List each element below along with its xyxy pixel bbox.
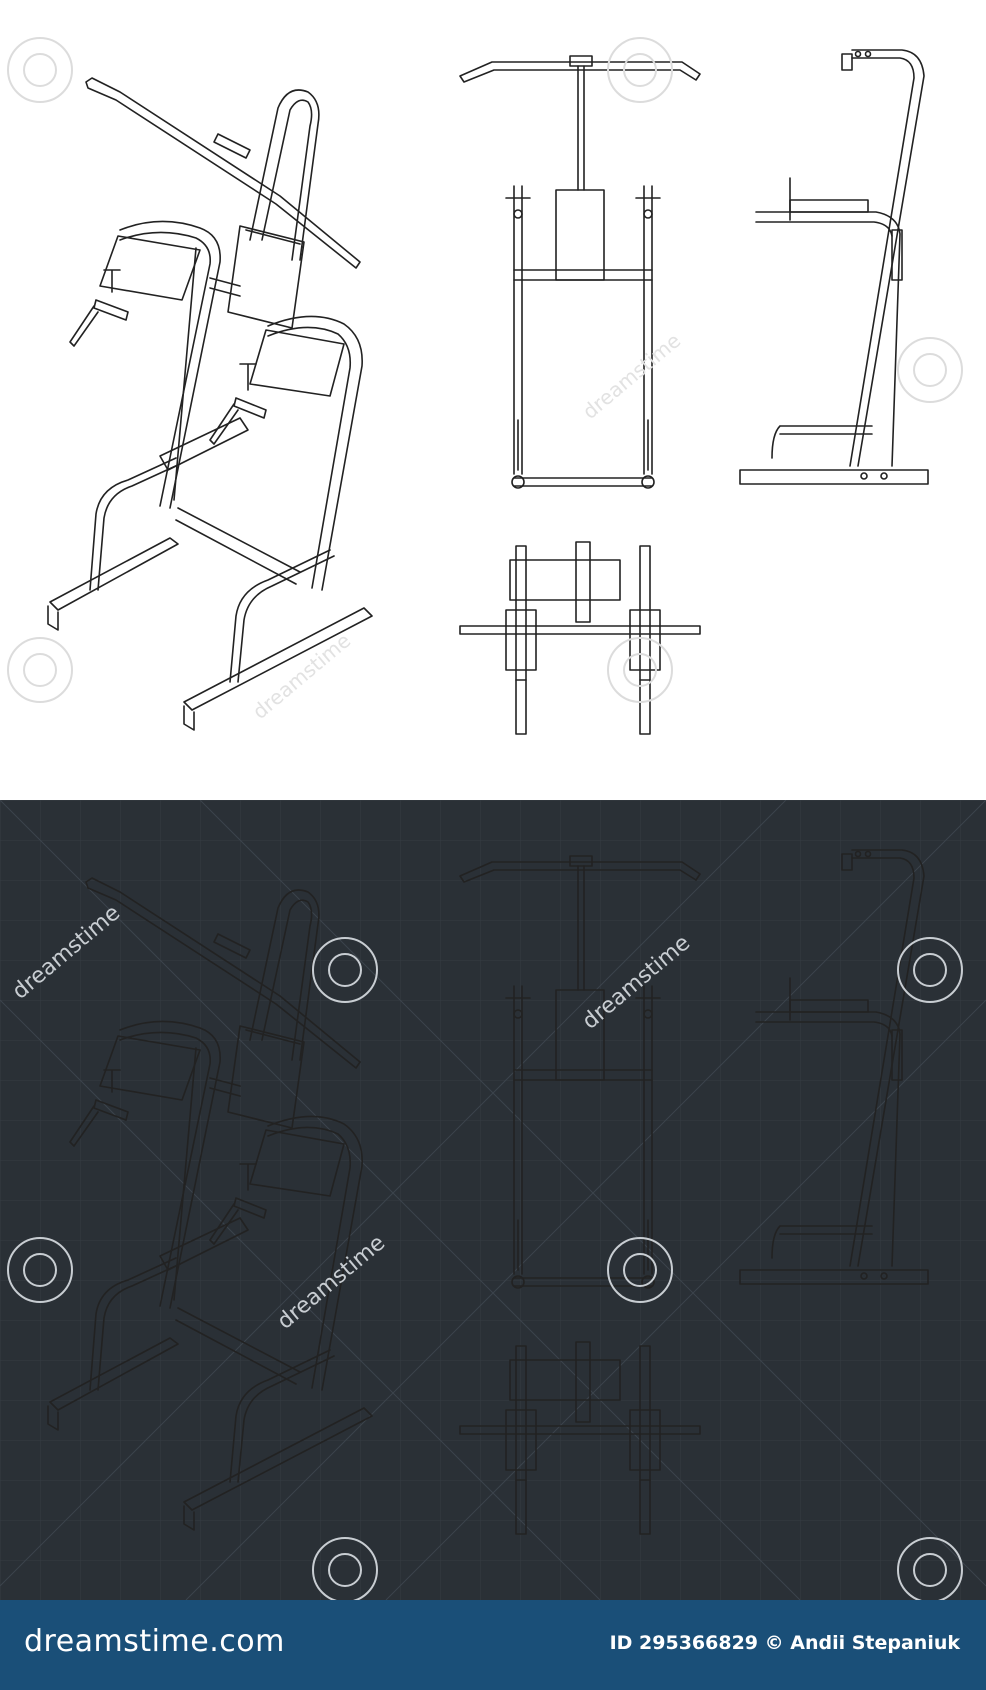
front-view xyxy=(459,55,701,489)
diagonal-guides xyxy=(0,800,986,1600)
dark-drawing-svg: dreamstime dreamstime dreamstime xyxy=(0,800,986,1600)
footer-bar: dreamstime.com ID 295366829 © Andii Step… xyxy=(0,1600,986,1690)
grid-background xyxy=(0,800,986,1600)
watermark-text-light-2: dreamstime xyxy=(248,628,355,724)
image-credit: ID 295366829 © Andii Stepaniuk xyxy=(609,1632,960,1654)
light-drawing-svg: dreamstime dreamstime xyxy=(7,37,963,735)
light-drawing-panel: dreamstime dreamstime xyxy=(0,0,986,800)
dark-drawing-panel: dreamstime dreamstime dreamstime xyxy=(0,800,986,1600)
watermark-layer-light xyxy=(7,37,963,703)
top-view xyxy=(459,541,701,735)
side-view xyxy=(739,49,929,485)
isometric-view xyxy=(47,77,373,731)
watermark-text-light: dreamstime xyxy=(578,328,685,424)
watermark-layer-dark xyxy=(7,937,963,1600)
brand-name: dreamstime.com xyxy=(24,1624,285,1659)
